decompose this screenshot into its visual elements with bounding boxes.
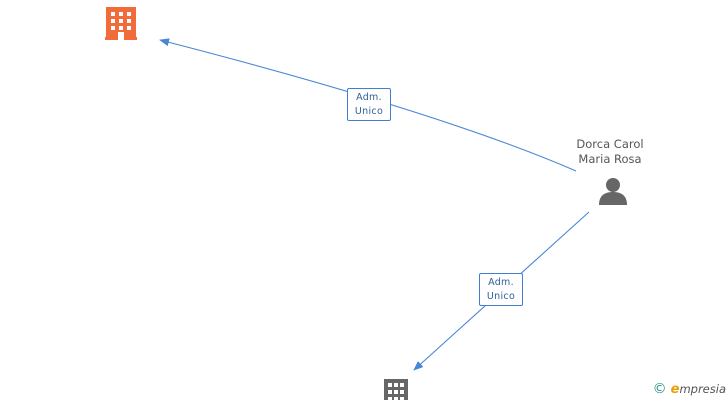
person-name[interactable]: Dorca Carol Maria Rosa [560,137,660,167]
copyright-symbol: © [652,381,667,397]
building-icon[interactable] [105,7,137,40]
edge-label-line-1: Adm. [356,92,382,103]
brand-credit: © e mpresia [653,381,726,397]
edge-label-role: Adm. Unico [347,88,391,121]
edge-label-role: Adm. Unico [479,273,523,306]
brand-name: mpresia [679,382,726,396]
person-name-line-2: Maria Rosa [578,152,642,166]
person-icon[interactable] [599,178,627,205]
edge-person-to-top-company [159,38,577,172]
edge-label-line-2: Unico [486,291,516,302]
brand-initial: e [670,381,680,397]
building-icon[interactable] [384,379,408,400]
edge-label-line-2: Unico [354,106,384,117]
edge-label-line-1: Adm. [488,277,514,288]
person-name-line-1: Dorca Carol [576,137,644,151]
